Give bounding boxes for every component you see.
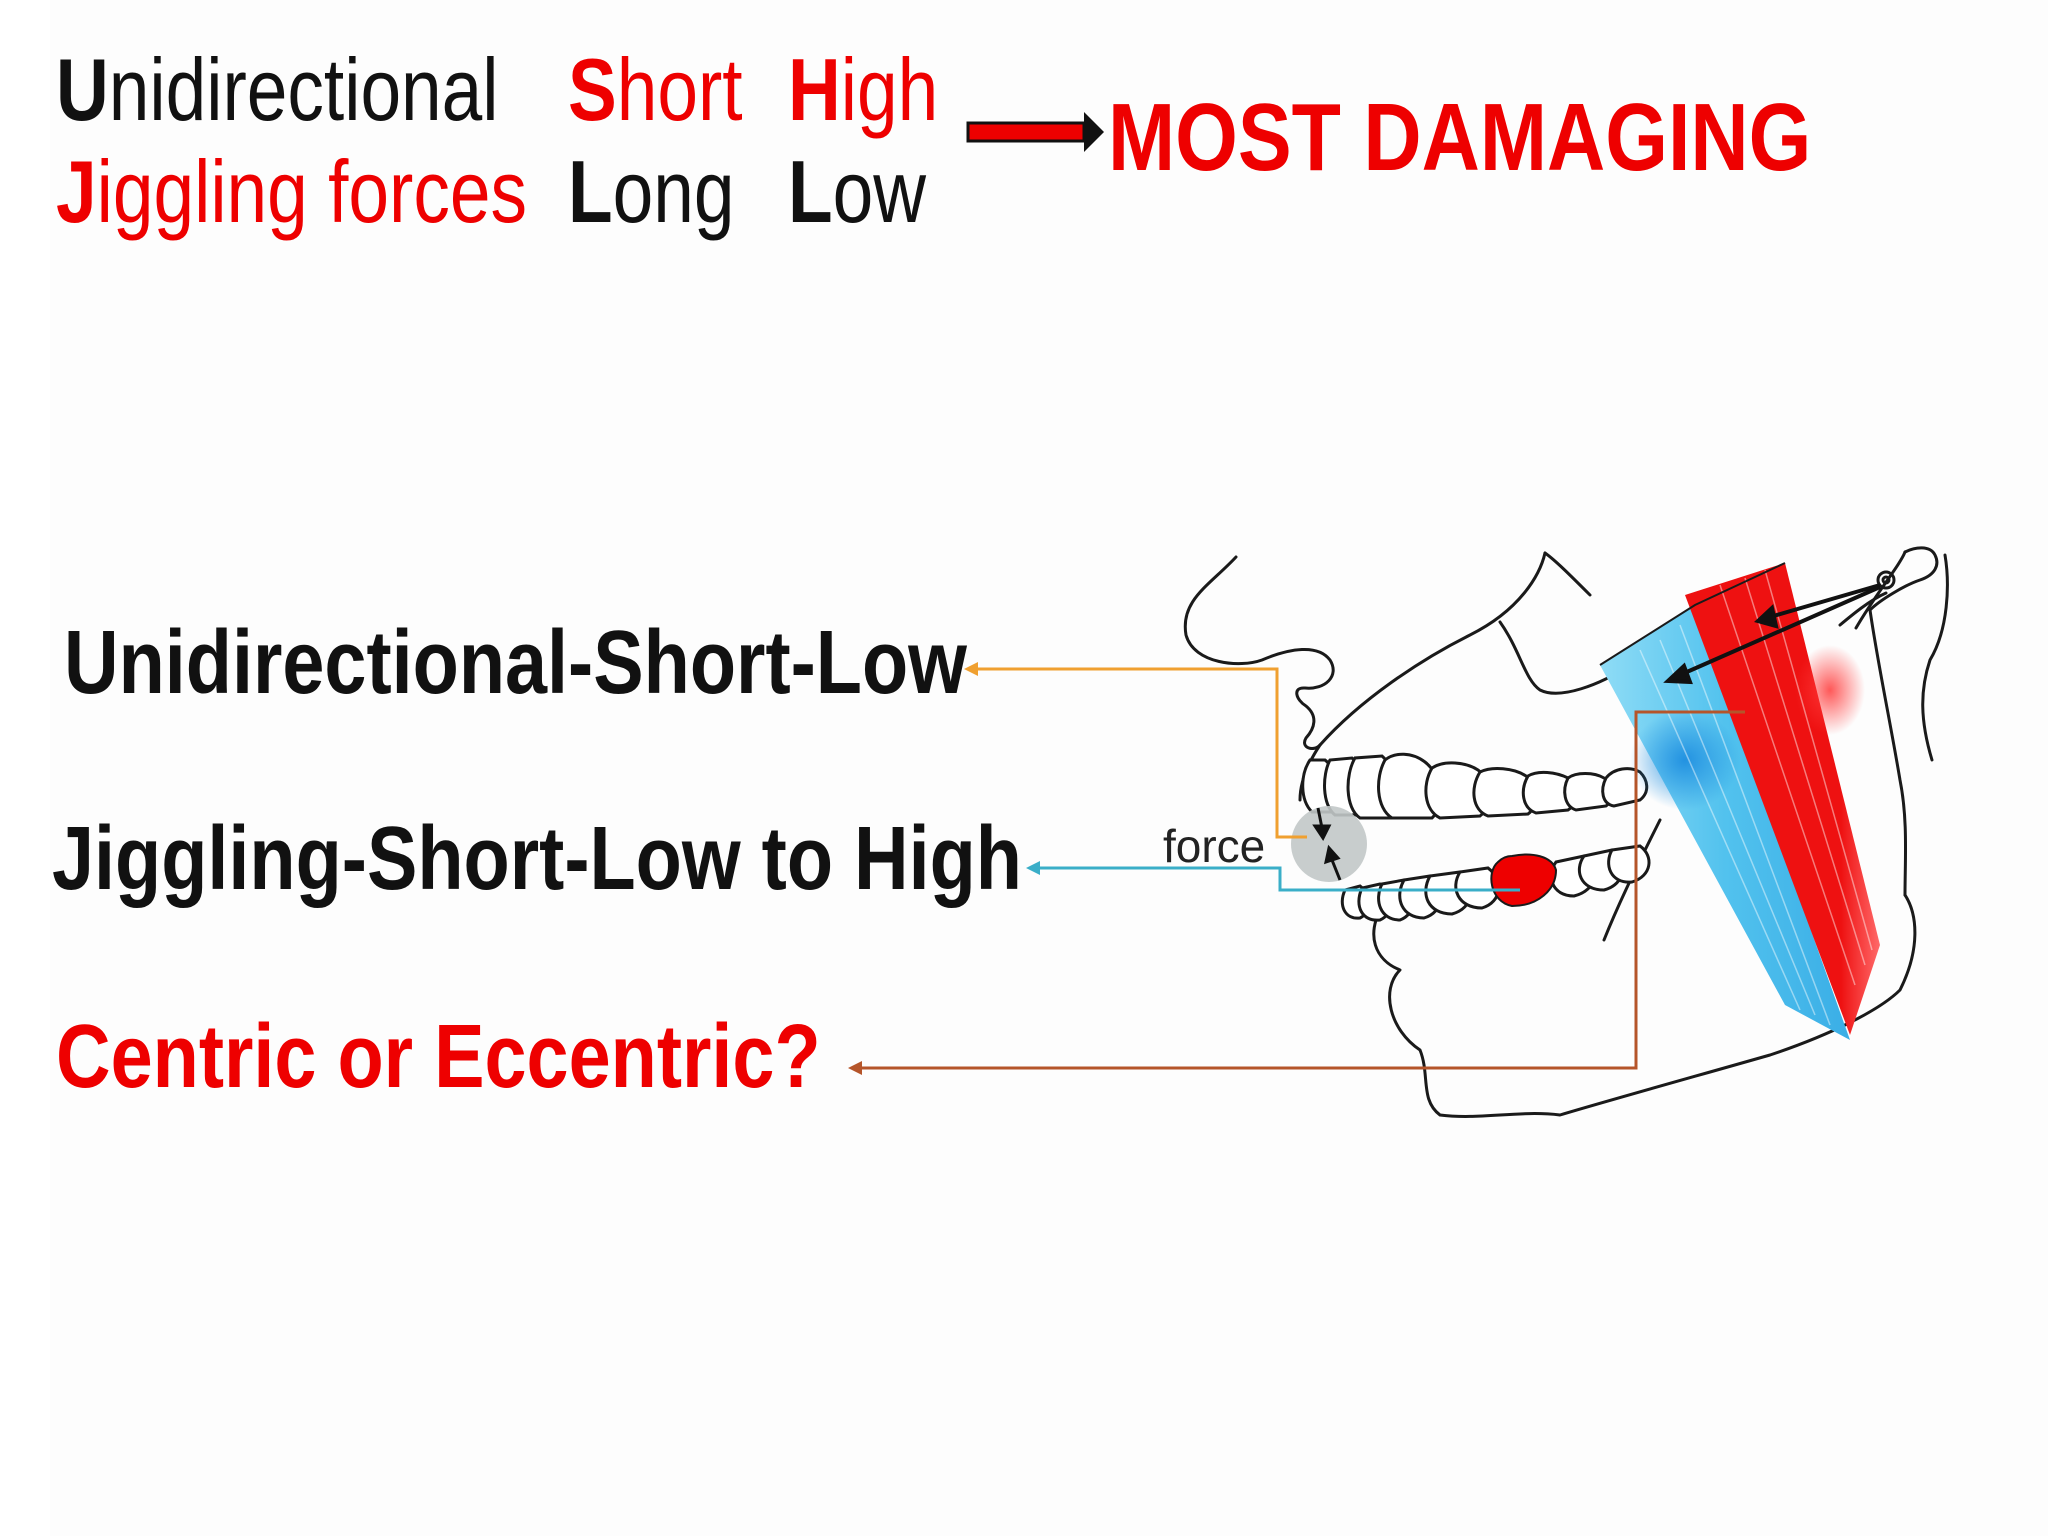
connector-jiggling	[1026, 861, 1520, 892]
muscle-direction-arrows	[1663, 583, 1881, 685]
most-damaging-text: MOST DAMAGING	[1108, 84, 1812, 191]
connector-centric	[848, 710, 1745, 1075]
header-word: iggling forces	[96, 142, 527, 241]
header-row1-col2: Short	[568, 46, 743, 134]
red-tooth	[1490, 853, 1558, 908]
force-arrows	[1312, 807, 1342, 881]
initial-letter: U	[56, 40, 109, 139]
label-jiggling: Jiggling-Short-Low to High	[52, 809, 1023, 909]
header-word: hort	[616, 40, 743, 139]
header-row1-col3: High	[788, 46, 938, 134]
header-row1-col1: Unidirectional	[56, 46, 499, 134]
initial-letter: J	[56, 142, 97, 241]
header-word: nidirectional	[108, 40, 499, 139]
jaw-outline	[1183, 546, 1949, 1118]
header-row2-col3: Low	[788, 148, 926, 236]
upper-teeth	[1301, 752, 1649, 820]
masseter-muscle	[1599, 562, 1880, 1040]
force-circle	[1291, 806, 1367, 882]
initial-letter: L	[788, 142, 833, 241]
force-label: force	[1163, 820, 1265, 872]
label-unidirectional: Unidirectional-Short-Low	[64, 613, 967, 713]
header-word: ow	[832, 142, 927, 241]
header-word: igh	[840, 40, 939, 139]
header-word: ong	[612, 142, 735, 241]
header-row2-col2: Long	[568, 148, 734, 236]
header-row2-col1: Jiggling forces	[56, 148, 527, 236]
connector-unidirectional	[964, 662, 1307, 839]
label-centric: Centric or Eccentric?	[56, 1007, 821, 1107]
initial-letter: H	[788, 40, 841, 139]
initial-letter: L	[568, 142, 613, 241]
right-arrow-icon	[966, 112, 1104, 152]
initial-letter: S	[568, 40, 617, 139]
